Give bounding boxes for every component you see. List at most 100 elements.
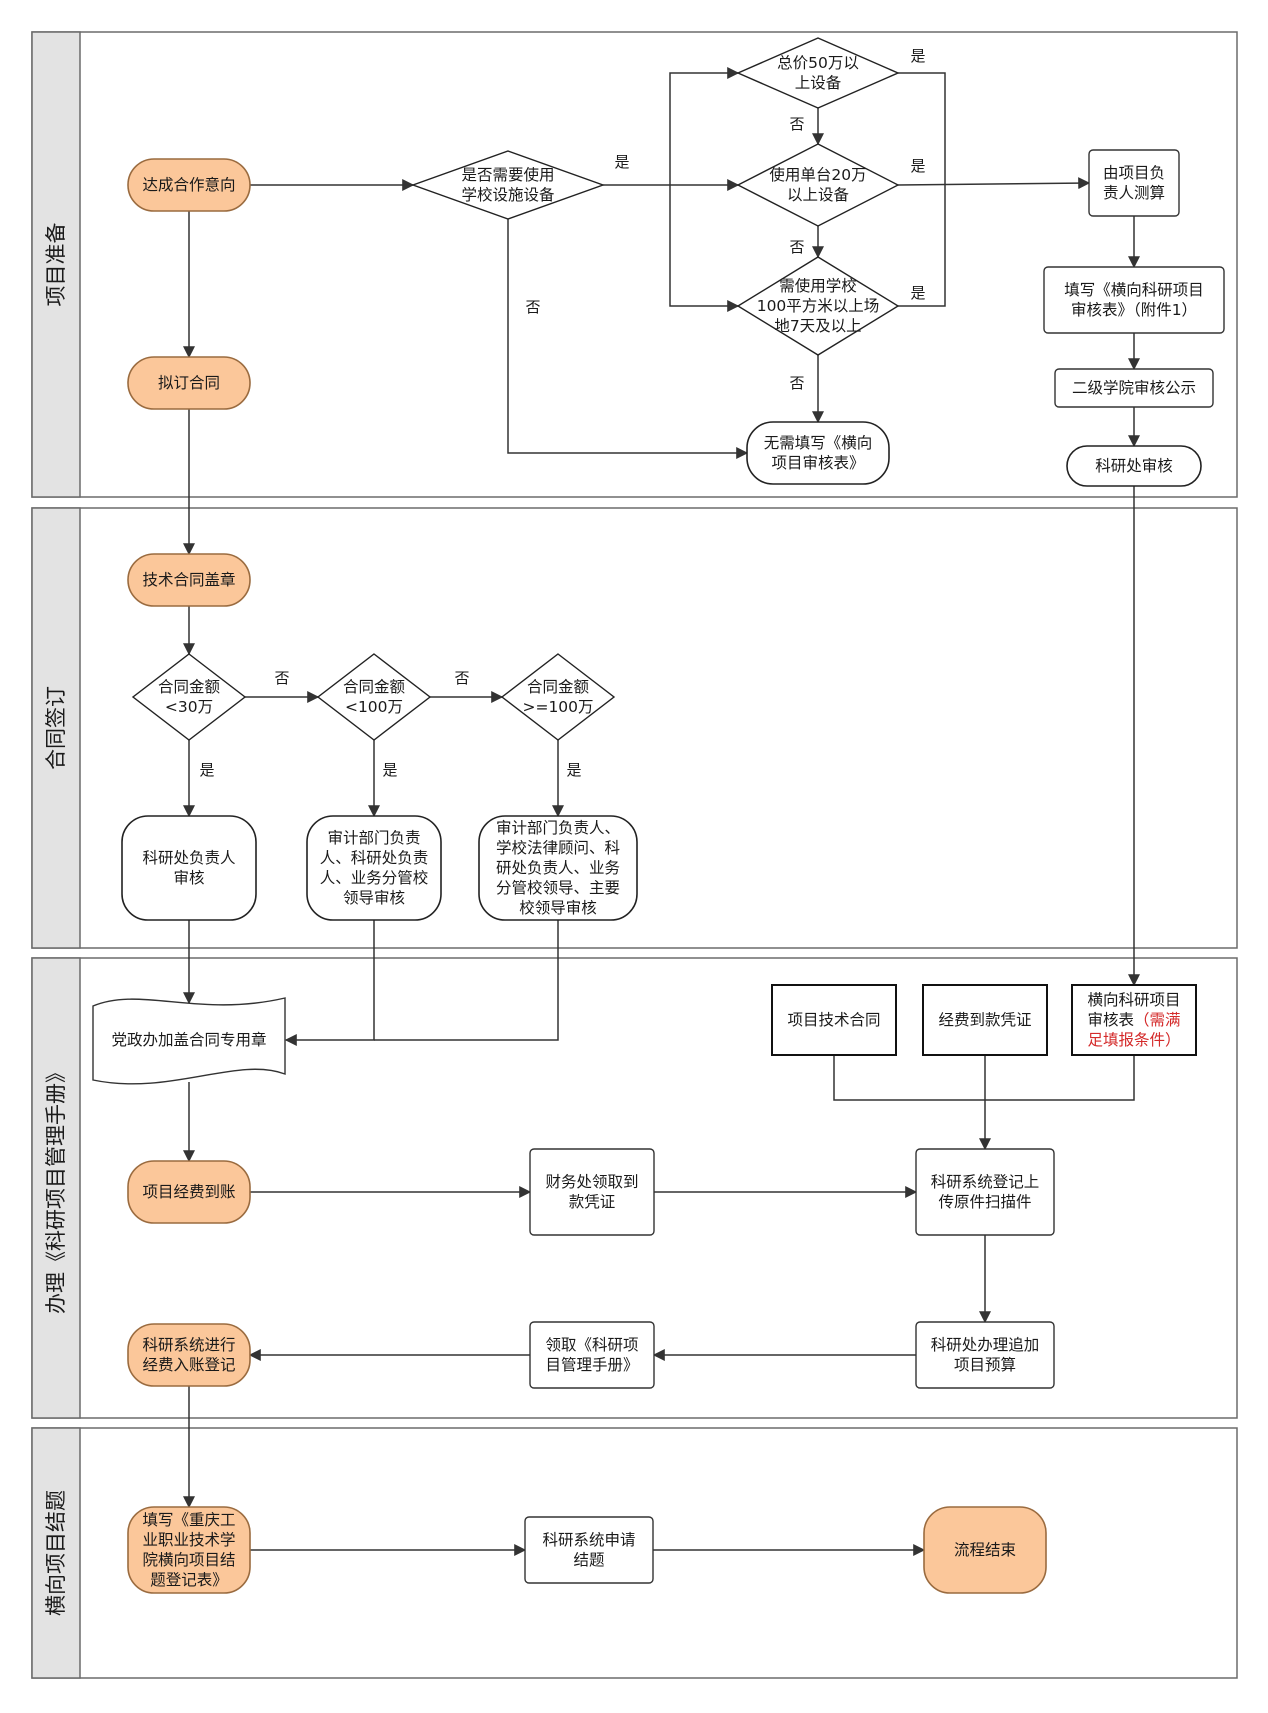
swimlane-header-sign — [31, 507, 81, 949]
audit-form-condition-note: （需满 — [1134, 1011, 1181, 1029]
register-shape — [127, 1323, 251, 1387]
voucher-label: 经费到款凭证 — [938, 1011, 1031, 1029]
fill-form-label: 填写《横向科研项目 — [1064, 281, 1204, 299]
budget-label: 项目预算 — [954, 1355, 1016, 1374]
audit-form-shape — [1071, 984, 1197, 1056]
edge-docs-merge — [833, 1055, 1135, 1101]
party-seal-label: 党政办加盖合同专用章 — [111, 1031, 266, 1049]
d100-shape — [736, 256, 900, 356]
agree-shape — [127, 158, 251, 212]
edge-label-20w-yes: 是 — [910, 157, 925, 175]
swimlane-label-prep: 项目准备 — [44, 223, 68, 307]
d20-shape — [736, 143, 900, 227]
rev3-label: 审计部门负责人、 — [496, 819, 620, 837]
budget-label: 科研处办理追加 — [931, 1336, 1040, 1354]
upload-label: 科研系统登记上 — [931, 1173, 1040, 1191]
d20-label: 使用单台20万 — [769, 166, 866, 184]
edge-label-facility-no: 否 — [525, 298, 540, 316]
amt30-shape — [131, 653, 247, 741]
rev3-label: 校领导审核 — [519, 899, 597, 917]
d20-label: 以上设备 — [787, 186, 850, 204]
close-form-label: 题登记表》 — [150, 1571, 228, 1589]
edge-facility-no — [507, 219, 749, 459]
rev1-label: 审核 — [173, 869, 204, 887]
rev3-shape — [478, 815, 638, 921]
audit-form-condition-note: 足填报条件） — [1087, 1031, 1180, 1049]
d50-label: 总价50万以 — [777, 54, 859, 72]
swimlane-label-sign: 合同签订 — [44, 686, 68, 770]
apply-close-label: 科研系统申请 — [542, 1531, 635, 1549]
draft-shape — [127, 356, 251, 410]
upload-shape — [915, 1148, 1055, 1236]
audit-form-label-line: 横向科研项目 — [1087, 991, 1180, 1009]
get-manual-label: 领取《科研项 — [545, 1336, 638, 1354]
edge-label-50w-yes: 是 — [910, 47, 925, 65]
rev1-shape — [121, 815, 257, 921]
end-shape — [923, 1506, 1047, 1594]
edge-label-amount100p-yes: 是 — [566, 761, 581, 779]
amt100-label: <100万 — [345, 698, 403, 716]
upload-label: 传原件扫描件 — [938, 1193, 1031, 1211]
edge-label-100sqm-no: 否 — [789, 374, 804, 392]
finance-label: 财务处领取到 — [545, 1173, 638, 1191]
research-audit-shape — [1066, 445, 1202, 487]
use-fac-shape — [410, 150, 606, 220]
contract-doc-shape — [771, 984, 897, 1056]
amt100-shape — [316, 653, 432, 741]
rev2-label: 领导审核 — [343, 889, 405, 907]
party-seal-shape — [92, 997, 286, 1085]
finance-label: 款凭证 — [569, 1193, 616, 1211]
rev2-shape — [306, 815, 442, 921]
register-label: 经费入账登记 — [142, 1356, 235, 1374]
get-manual-label: 目管理手册》 — [545, 1356, 638, 1374]
close-form-label: 填写《重庆工 — [142, 1511, 235, 1529]
no-need-label: 无需填写《横向 — [764, 434, 873, 452]
register-label: 科研系统进行 — [142, 1336, 235, 1354]
amt30-label: 合同金额 — [158, 678, 221, 696]
rev1-label: 科研处负责人 — [142, 849, 235, 867]
amt30-label: <30万 — [165, 698, 213, 716]
edge-yes-to-estimate — [897, 177, 1091, 190]
apply-close-label: 结题 — [573, 1551, 604, 1569]
draft-label: 拟订合同 — [158, 374, 220, 392]
college-label: 二级学院审核公示 — [1072, 378, 1196, 397]
swimlane-header-close — [31, 1427, 81, 1679]
close-form-label: 业职业技术学 — [142, 1531, 235, 1549]
swimlane-prep — [31, 31, 1238, 498]
fill-form-shape — [1043, 266, 1225, 334]
seal-label: 技术合同盖章 — [142, 571, 235, 589]
apply-close-shape — [524, 1516, 654, 1584]
d100-label: 需使用学校 — [779, 277, 857, 295]
amt100p-label: 合同金额 — [527, 678, 590, 696]
use-fac-label: 学校设施设备 — [461, 186, 555, 204]
edge-yes-merge — [898, 72, 946, 307]
seal-shape — [127, 553, 251, 607]
edge-label-amount100-yes: 是 — [382, 761, 397, 779]
rev3-label: 研处负责人、业务 — [496, 859, 620, 877]
rev3-label: 分管校领导、主要 — [496, 879, 620, 897]
swimlane-header-prep — [31, 31, 81, 498]
edge-branch-to-50w — [669, 67, 740, 185]
rev2-label: 人、科研处负责 — [320, 849, 429, 867]
swimlane-header-manual — [31, 957, 81, 1419]
rev2-label: 审计部门负责 — [327, 829, 420, 847]
edge-label-amount30-no: 否 — [274, 669, 289, 687]
college-shape — [1054, 368, 1214, 408]
no-need-label: 项目审核表》 — [771, 454, 864, 472]
budget-shape — [915, 1321, 1055, 1389]
no-need-shape — [746, 421, 890, 485]
finance-shape — [529, 1148, 655, 1236]
audit-form-label-line: 审核表（需满 — [1087, 1011, 1180, 1029]
d100-label: 地7天及以上 — [774, 317, 861, 335]
d50-label: 上设备 — [795, 74, 842, 92]
edge-label-20w-no: 否 — [789, 238, 804, 256]
end-label: 流程结束 — [954, 1541, 1016, 1559]
audit-form-label-part: 审核表 — [1087, 1011, 1134, 1029]
rev3-label: 学校法律顾问、科 — [496, 839, 620, 857]
edge-review3-merge — [374, 920, 559, 1041]
amt100p-shape — [500, 653, 616, 741]
use-fac-label: 是否需要使用 — [461, 166, 554, 184]
edge-label-amount100-no: 否 — [454, 669, 469, 687]
